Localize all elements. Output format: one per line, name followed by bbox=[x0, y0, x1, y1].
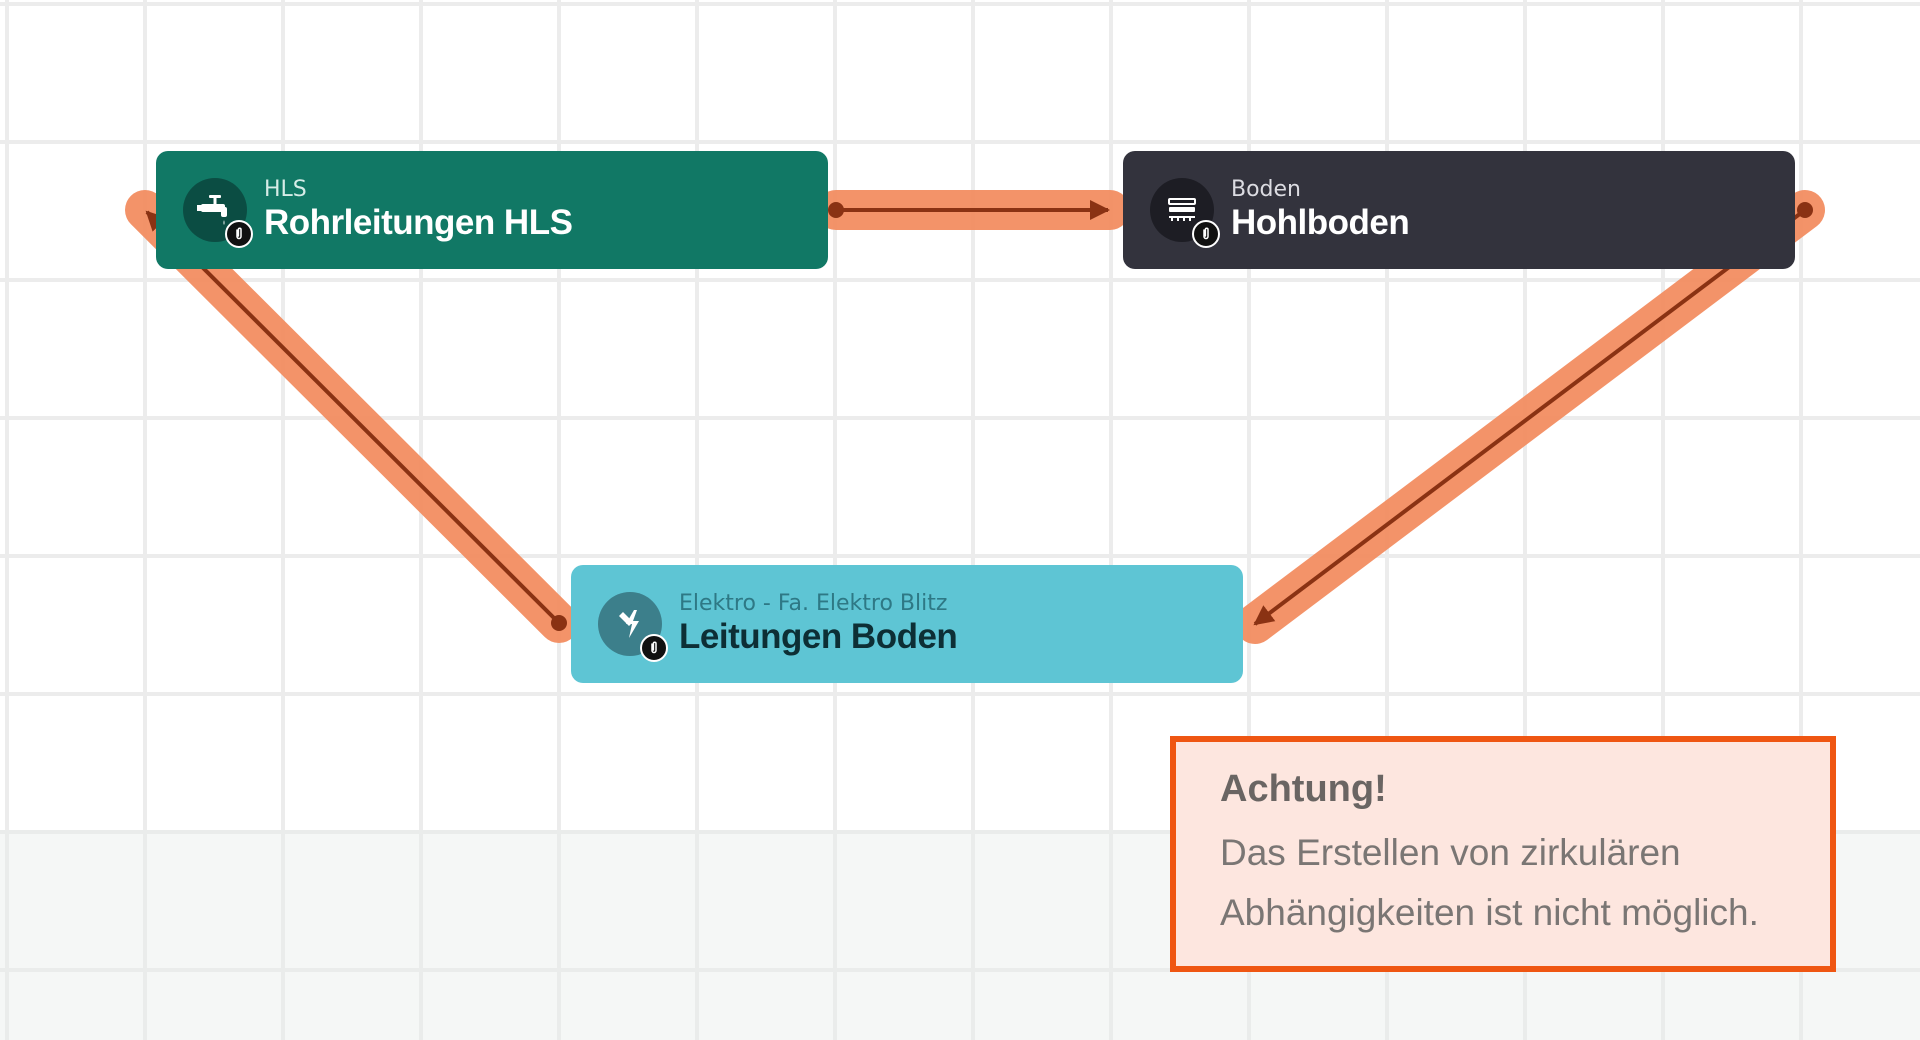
paperclip-icon bbox=[1192, 220, 1220, 248]
alert-title: Achtung! bbox=[1220, 768, 1387, 810]
node-title: Hohlboden bbox=[1231, 202, 1410, 242]
electric-plug-icon bbox=[598, 592, 668, 662]
node-category: HLS bbox=[264, 176, 307, 202]
paperclip-icon bbox=[640, 634, 668, 662]
edge-hls-to-boden[interactable] bbox=[816, 190, 1130, 230]
node-category: Elektro - Fa. Elektro Blitz bbox=[679, 590, 948, 616]
circular-dependency-alert: Achtung! Das Erstellen von zirkulären Ab… bbox=[1170, 736, 1836, 972]
edge-boden-to-elektro[interactable] bbox=[1235, 190, 1825, 644]
floor-layers-icon bbox=[1150, 178, 1220, 248]
node-title: Rohrleitungen HLS bbox=[264, 202, 573, 242]
node-hohlboden[interactable]: Boden Hohlboden bbox=[1123, 151, 1795, 269]
node-title: Leitungen Boden bbox=[679, 616, 958, 656]
alert-message-line-2: Abhängigkeiten ist nicht möglich. bbox=[1220, 892, 1759, 933]
node-leitungen-boden[interactable]: Elektro - Fa. Elektro Blitz Leitungen Bo… bbox=[571, 565, 1243, 683]
edge-elektro-to-hls[interactable] bbox=[125, 190, 579, 643]
node-category: Boden bbox=[1231, 176, 1301, 202]
faucet-icon bbox=[183, 178, 253, 248]
alert-message-line-1: Das Erstellen von zirkulären bbox=[1220, 832, 1681, 873]
paperclip-icon bbox=[225, 220, 253, 248]
node-rohrleitungen-hls[interactable]: HLS Rohrleitungen HLS bbox=[156, 151, 828, 269]
